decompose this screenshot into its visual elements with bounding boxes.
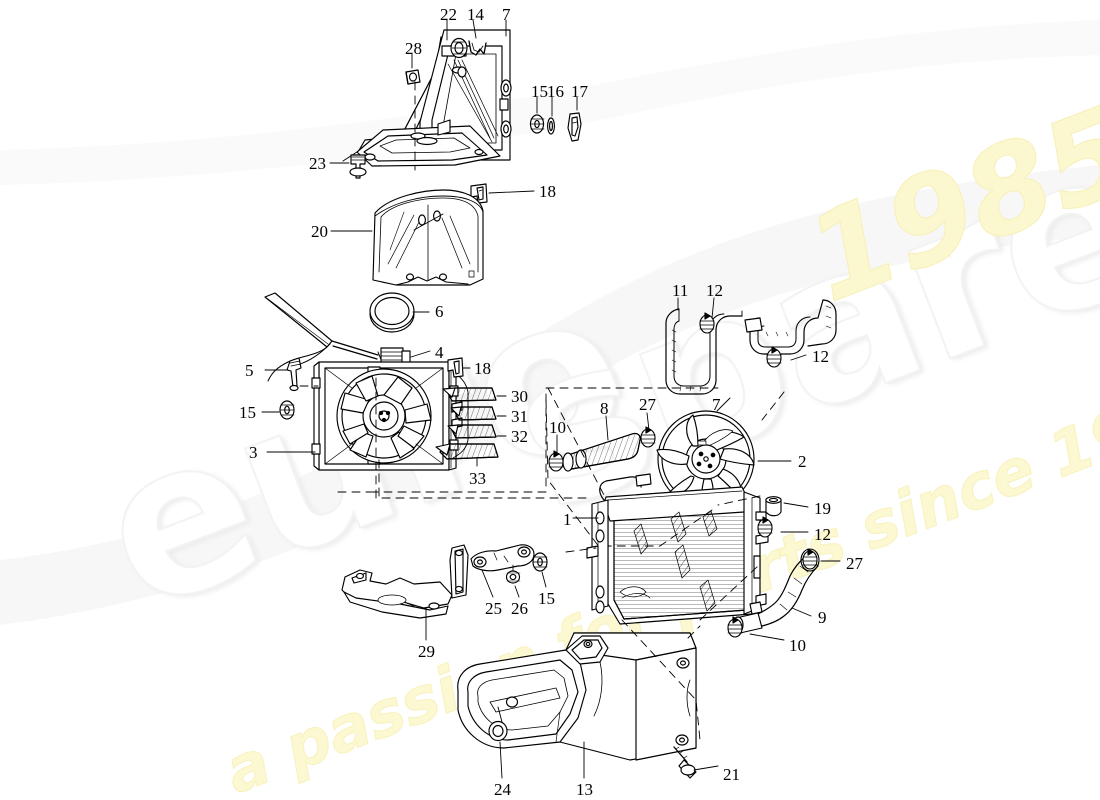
callout-22: 22 [440, 5, 457, 24]
part-31-air-baffle [450, 406, 497, 421]
callout-15-top: 15 [531, 82, 548, 101]
callout-21: 21 [723, 765, 740, 784]
part-22-rubber-grommet [450, 37, 468, 59]
callout-29: 29 [418, 642, 435, 661]
part-26-rubber-stop [505, 564, 521, 584]
part-24-grommet [488, 706, 508, 742]
assembly-guide-lines [299, 81, 785, 741]
callout-23: 23 [309, 154, 326, 173]
leader-lines [261, 19, 841, 779]
part-14-spring-clip [468, 40, 487, 56]
callout-16: 16 [547, 82, 564, 101]
part-23-hex-flange-bolt [349, 154, 367, 179]
part-10-hose-clamp-pipe [548, 450, 564, 472]
part-3-fan-shroud-assembly [311, 361, 469, 471]
callout-3: 3 [249, 443, 258, 462]
callout-17: 17 [571, 82, 588, 101]
part-19-rubber-bush [765, 496, 782, 517]
callout-27-pipe: 27 [639, 395, 656, 414]
part-20-air-duct-cover [372, 189, 484, 286]
callout-15-left: 15 [239, 403, 256, 422]
part-16-washer-top [547, 117, 555, 135]
part-7-air-guide-bracket [342, 29, 512, 167]
callout-7: 7 [502, 5, 511, 24]
callout-14: 14 [467, 5, 484, 24]
callout-5: 5 [245, 361, 254, 380]
part-28-clip-nut [405, 69, 421, 85]
part-25-mounting-bracket [470, 544, 535, 572]
part-6-seal-ring [369, 292, 415, 333]
callout-18-shroud: 18 [474, 359, 491, 378]
callout-6: 6 [435, 302, 444, 321]
callout-20: 20 [311, 222, 328, 241]
callout-1: 1 [563, 510, 572, 529]
callout-27-lower: 27 [846, 554, 863, 573]
part-30-air-baffle [442, 387, 497, 402]
part-21-bolt [673, 746, 697, 779]
part-27-hose-clamp-pipe [640, 426, 656, 448]
callout-11: 11 [672, 281, 689, 300]
callout-13: 13 [576, 780, 593, 799]
callout-8: 8 [600, 399, 609, 418]
callout-19: 19 [814, 499, 831, 518]
callout-25: 25 [485, 599, 502, 618]
part-13-air-duct [457, 632, 697, 761]
part-27-hose-clamp-lower [800, 548, 820, 572]
part-15-rubber-mount-bush-top [529, 114, 545, 134]
part-5-bolt [286, 357, 302, 392]
callout-12-right: 12 [812, 347, 829, 366]
callout-9: 9 [818, 608, 827, 627]
part-8-coolant-pipe [562, 432, 641, 472]
callout-31: 31 [511, 407, 528, 426]
callout-18-upper: 18 [539, 182, 556, 201]
part-18-spring-clip-shroud [447, 357, 464, 378]
part-32-air-baffle [447, 424, 497, 439]
callout-32: 32 [511, 427, 528, 446]
callout-33: 33 [469, 469, 486, 488]
part-29-support-bracket [341, 544, 469, 619]
part-33-air-baffle [435, 443, 499, 460]
part-7-right-hose [744, 299, 837, 355]
part-12-hose-clamp-right [766, 346, 782, 368]
callout-15-bracket: 15 [538, 589, 555, 608]
callout-7-right: 7 [712, 395, 721, 414]
callout-4: 4 [435, 343, 444, 362]
callout-10-lower: 10 [789, 636, 806, 655]
part-15-rubber-mount-bush-left [279, 400, 295, 420]
callout-10-pipe: 10 [549, 418, 566, 437]
part-1-radiator [586, 473, 769, 625]
callout-24: 24 [494, 780, 511, 799]
part-11-coolant-hose [665, 308, 743, 395]
callout-2: 2 [798, 452, 807, 471]
callout-26: 26 [511, 599, 528, 618]
callout-28: 28 [405, 39, 422, 58]
callout-12-upper: 12 [706, 281, 723, 300]
part-17-retaining-clip-top [567, 112, 582, 142]
callout-12-radiator: 12 [814, 525, 831, 544]
part-15-rubber-mount-bush-bracket [532, 552, 548, 572]
callout-30: 30 [511, 387, 528, 406]
